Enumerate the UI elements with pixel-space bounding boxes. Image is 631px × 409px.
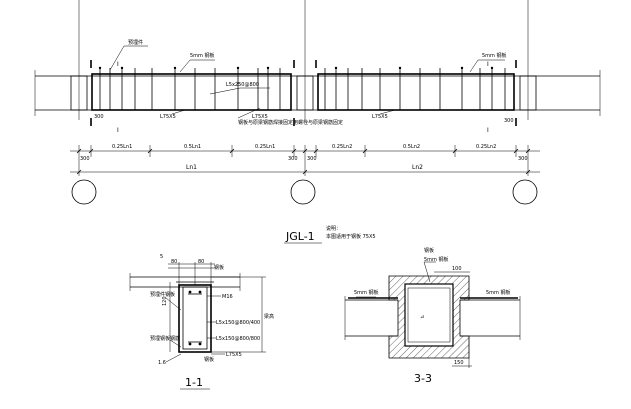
s1-label-right-h: 梁高 xyxy=(264,313,274,320)
note-line-1: 说明： xyxy=(326,225,341,232)
leader-angle-right xyxy=(379,109,396,115)
dim-left-3: 0.25Ln1 xyxy=(255,144,275,150)
bolt-dots xyxy=(98,66,494,70)
dim-left-2: 0.5Ln1 xyxy=(184,144,201,150)
axis-bubble-left xyxy=(71,179,97,205)
dim-left-1: 0.25Ln1 xyxy=(112,144,132,150)
s1-label-bar1: L5x150@800/400 xyxy=(216,320,260,326)
span-right: Ln2 xyxy=(412,164,423,171)
label-plate-mid: 5mm 钢板 xyxy=(190,52,215,59)
leader-weld xyxy=(237,107,261,119)
label-bar-spec: L5x250@800 xyxy=(226,82,259,88)
section-marks xyxy=(90,60,517,126)
leader-plate-mid xyxy=(179,59,191,73)
label-weld-note: 钢板与原梁钢筋焊接固定用螺栓与原梁钢筋固定 xyxy=(238,119,343,126)
label-end-left: 300 xyxy=(94,114,104,120)
column-left xyxy=(70,75,88,111)
leader-anchor-left xyxy=(109,45,125,71)
s1-label-bottom-dim: 1.6 xyxy=(158,360,166,366)
dim-end-left: 300 xyxy=(80,156,90,162)
tag-i-top-right: I xyxy=(487,61,489,68)
column-mid xyxy=(296,75,314,111)
s3-label-top-dim: 100 xyxy=(452,266,462,272)
beam-elevation: 预埋件 5mm 钢板 5mm 钢板 L5x250@800 L75X5 L75X5… xyxy=(34,0,601,205)
column-right xyxy=(519,75,537,111)
s3-label-bottom-dim: 150 xyxy=(454,360,464,366)
label-plate-right: 5mm 钢板 xyxy=(482,52,507,59)
label-anchor-left: 预埋件 xyxy=(128,39,143,46)
section-3-3: 钢板 5mm 钢板 100 5mm 钢板 5mm 钢板 150 ⊿ 3-3 xyxy=(344,247,521,385)
dim-end-right: 300 xyxy=(518,156,528,162)
axis-bubble-right xyxy=(512,179,538,205)
s1-label-angle: L75X5 xyxy=(226,352,242,358)
s1-label-bottom-note: 预埋钢板钢筋 xyxy=(150,335,180,342)
s3-label-inner: 5mm 钢板 xyxy=(424,256,449,263)
leader-bar-spec xyxy=(209,87,241,95)
label-section-note: L75X5 xyxy=(252,114,268,120)
span-left: Ln1 xyxy=(186,164,197,171)
strengthening-cage-right xyxy=(317,73,515,111)
dimension-chain xyxy=(70,145,540,176)
section1-beam xyxy=(182,286,208,350)
s3-label-left: 5mm 钢板 xyxy=(354,289,379,296)
note-line-2: 本图适用于钢板 75X5 xyxy=(326,233,376,240)
s3-label-right: 5mm 钢板 xyxy=(486,289,511,296)
section3-core xyxy=(404,283,454,347)
s1-label-m16: M16 xyxy=(222,294,233,300)
dim-right-2: 0.5Ln2 xyxy=(403,144,420,150)
title-jgl: JGL-1 xyxy=(285,230,315,243)
dim-right-1: 0.25Ln2 xyxy=(332,144,352,150)
s1-dim-c: 80 xyxy=(198,259,204,265)
leader-plate-right xyxy=(469,59,479,73)
s3-label-mark: ⊿ xyxy=(420,314,424,320)
tag-i-bot-left: I xyxy=(117,127,119,134)
s1-label-height: 120 xyxy=(162,296,168,306)
section-1-1: 5 80 80 钢板 M16 120 梁高 L5x150@800/400 L5x… xyxy=(129,254,274,390)
leader-angle-left xyxy=(171,109,186,115)
stirrups-right xyxy=(324,68,506,110)
label-end-right: 300 xyxy=(504,118,514,124)
s1-dim-b: 80 xyxy=(171,259,177,265)
label-angle-right: L75X5 xyxy=(372,114,388,120)
dim-mid-left: 300 xyxy=(288,156,298,162)
dim-mid-right: 300 xyxy=(307,156,317,162)
dim-right-3: 0.25Ln2 xyxy=(476,144,496,150)
axis-bubble-mid xyxy=(290,179,316,205)
label-angle-left: L75X5 xyxy=(160,114,176,120)
section3-title: 3-3 xyxy=(414,372,432,385)
section1-title: 1-1 xyxy=(185,376,203,389)
tag-i-bot-right: I xyxy=(487,127,489,134)
stirrups-left xyxy=(99,68,281,110)
s1-label-bar2: L5x150@800/800 xyxy=(216,336,260,342)
s1-label-top-right: 钢板 xyxy=(214,264,224,271)
tag-i-top-left: I xyxy=(117,61,119,68)
strengthening-cage-left xyxy=(91,73,292,111)
s1-dim-a: 5 xyxy=(160,254,163,260)
s1-label-left-note: 预埋件钢板 xyxy=(150,291,175,298)
s3-label-top: 钢板 xyxy=(424,247,434,254)
s1-label-side: 钢板 xyxy=(204,356,214,363)
